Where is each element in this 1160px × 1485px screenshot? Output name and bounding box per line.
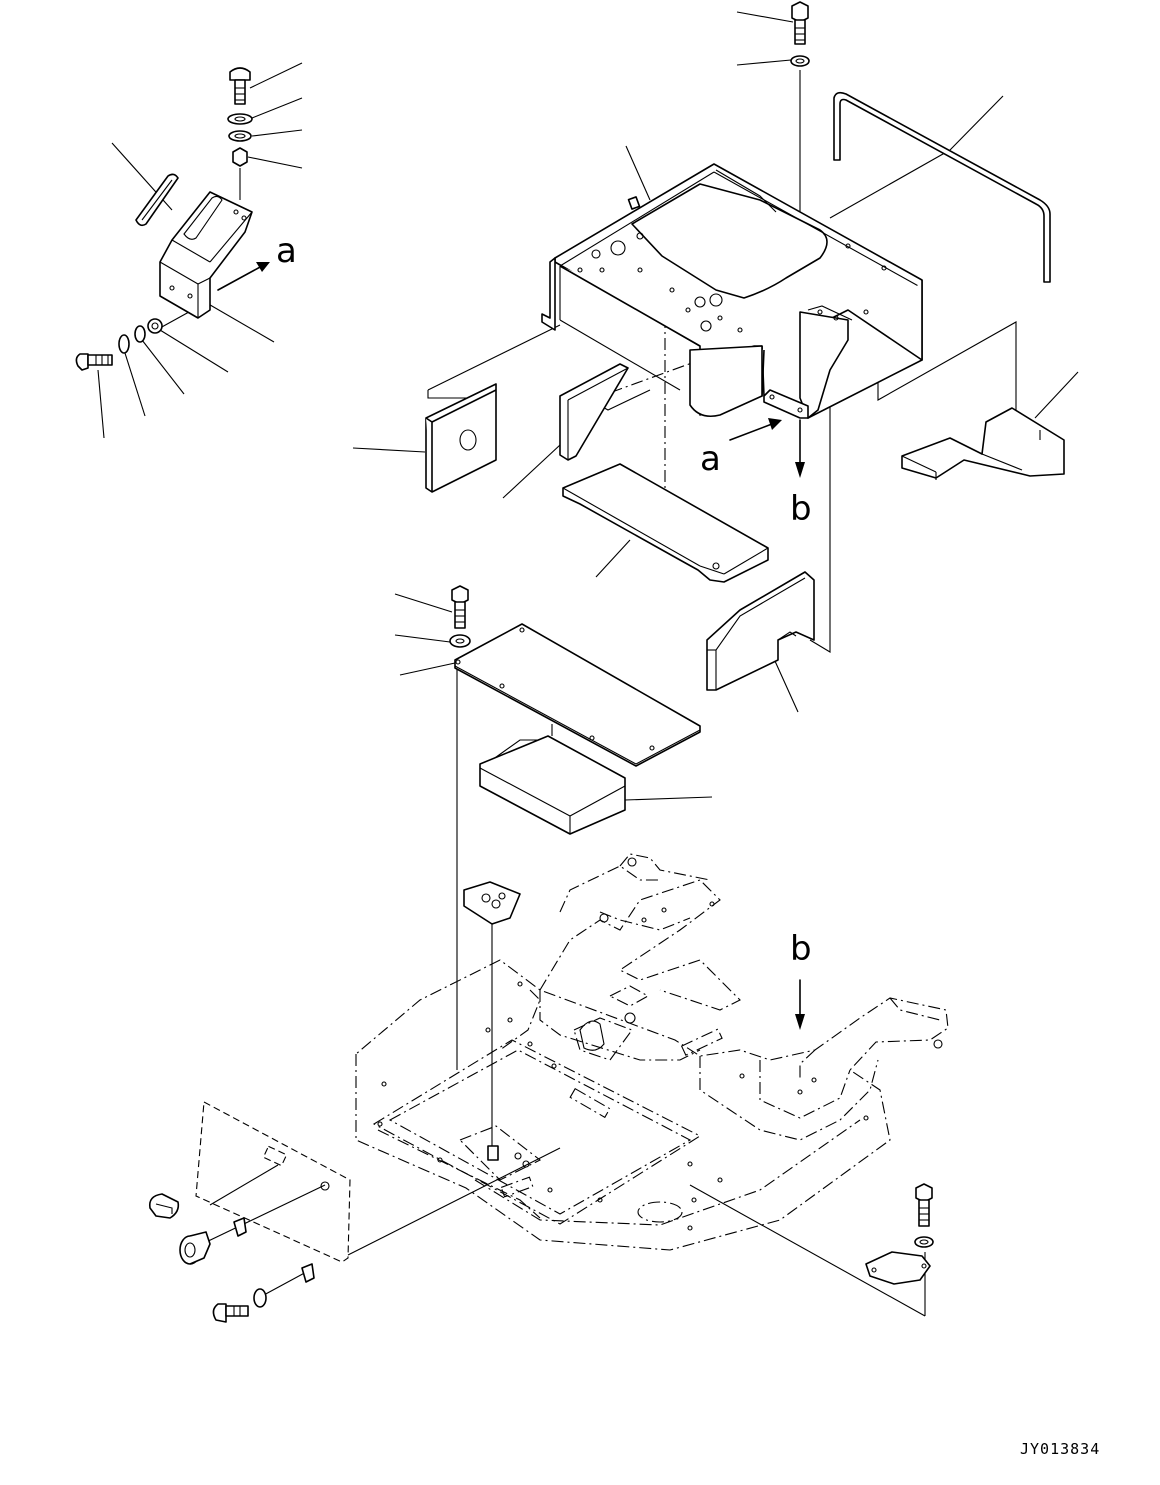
leader-line xyxy=(624,796,713,801)
leader-line xyxy=(251,129,303,137)
view-label-a: a xyxy=(276,231,297,271)
bolt-icon xyxy=(915,1183,933,1227)
leader-line xyxy=(399,662,456,676)
view-arrow-b-low xyxy=(795,979,805,1030)
washer-icon xyxy=(790,55,810,67)
bolt-icon xyxy=(75,353,113,371)
leader-line xyxy=(247,156,303,169)
bolt-icon xyxy=(451,585,469,629)
leader-line xyxy=(159,329,229,373)
leader-line xyxy=(123,349,146,417)
leader-line xyxy=(1034,371,1079,419)
align-line xyxy=(199,1184,326,1246)
washer-icon xyxy=(253,1288,267,1308)
leader-line xyxy=(736,59,792,66)
leader-line xyxy=(352,447,426,453)
leader-line xyxy=(249,62,303,89)
spacer-hole xyxy=(151,322,159,330)
leader-line xyxy=(394,593,453,613)
round-cover-plate xyxy=(865,1251,931,1285)
leader-line xyxy=(949,95,1004,151)
drawing-code: JY013834 xyxy=(1020,1440,1100,1458)
latch-icon xyxy=(148,1193,180,1219)
spacer-icon xyxy=(147,318,163,334)
bolt-icon xyxy=(791,1,809,45)
wedge-block xyxy=(559,363,629,461)
leader-line xyxy=(347,1147,561,1256)
washer-icon xyxy=(914,1236,934,1248)
leader-line xyxy=(204,301,275,343)
leader-line xyxy=(736,11,794,23)
view-label-b: b xyxy=(790,929,812,969)
bracket-assembly: a xyxy=(75,67,297,371)
rubber-seal-icon xyxy=(833,91,1051,283)
lock-washer-icon xyxy=(134,325,146,343)
side-plate xyxy=(901,407,1065,480)
nut-icon xyxy=(232,147,248,167)
leader-line xyxy=(97,369,105,439)
lock-washer-icon xyxy=(228,130,252,142)
leader-line xyxy=(829,149,951,219)
rubber-strip-icon xyxy=(135,173,179,227)
washer-hole xyxy=(455,638,465,644)
washer-icon xyxy=(118,334,130,354)
align-line xyxy=(209,1164,279,1206)
leader-line xyxy=(689,1184,926,1317)
align-line xyxy=(589,359,701,401)
view-arrow-a-top xyxy=(217,262,270,291)
cover-frame-box: a b xyxy=(541,163,923,529)
align-line xyxy=(427,324,561,391)
base-frame-phantom: b xyxy=(355,853,949,1251)
bracket-plate xyxy=(159,191,253,319)
washer-hole xyxy=(234,116,246,122)
view-label-a: a xyxy=(700,439,721,479)
washer-hole xyxy=(234,133,246,139)
leader-line xyxy=(625,145,651,201)
washer-icon xyxy=(227,113,253,125)
view-arrow-a-mid xyxy=(729,418,782,441)
leader-line xyxy=(394,634,451,643)
leader-line xyxy=(595,539,631,578)
side-access-cover xyxy=(148,1101,351,1323)
view-label-b: b xyxy=(790,489,812,529)
leader-line xyxy=(251,97,303,119)
bolt-icon xyxy=(212,1303,249,1323)
l-block xyxy=(706,571,815,691)
view-arrow-b-mid xyxy=(795,419,805,478)
washer-hole xyxy=(795,58,805,64)
align-line xyxy=(261,1269,311,1297)
foam-block xyxy=(479,735,626,835)
pad-with-hole xyxy=(425,383,497,493)
leader-line xyxy=(141,339,185,395)
flat-plate xyxy=(562,463,769,583)
washer-icon xyxy=(449,634,471,648)
leader-line xyxy=(502,444,561,499)
knob-icon xyxy=(179,1231,211,1265)
bolt-icon xyxy=(229,67,251,105)
washer-hole xyxy=(919,1239,929,1245)
thin-cover-plate xyxy=(454,623,701,767)
